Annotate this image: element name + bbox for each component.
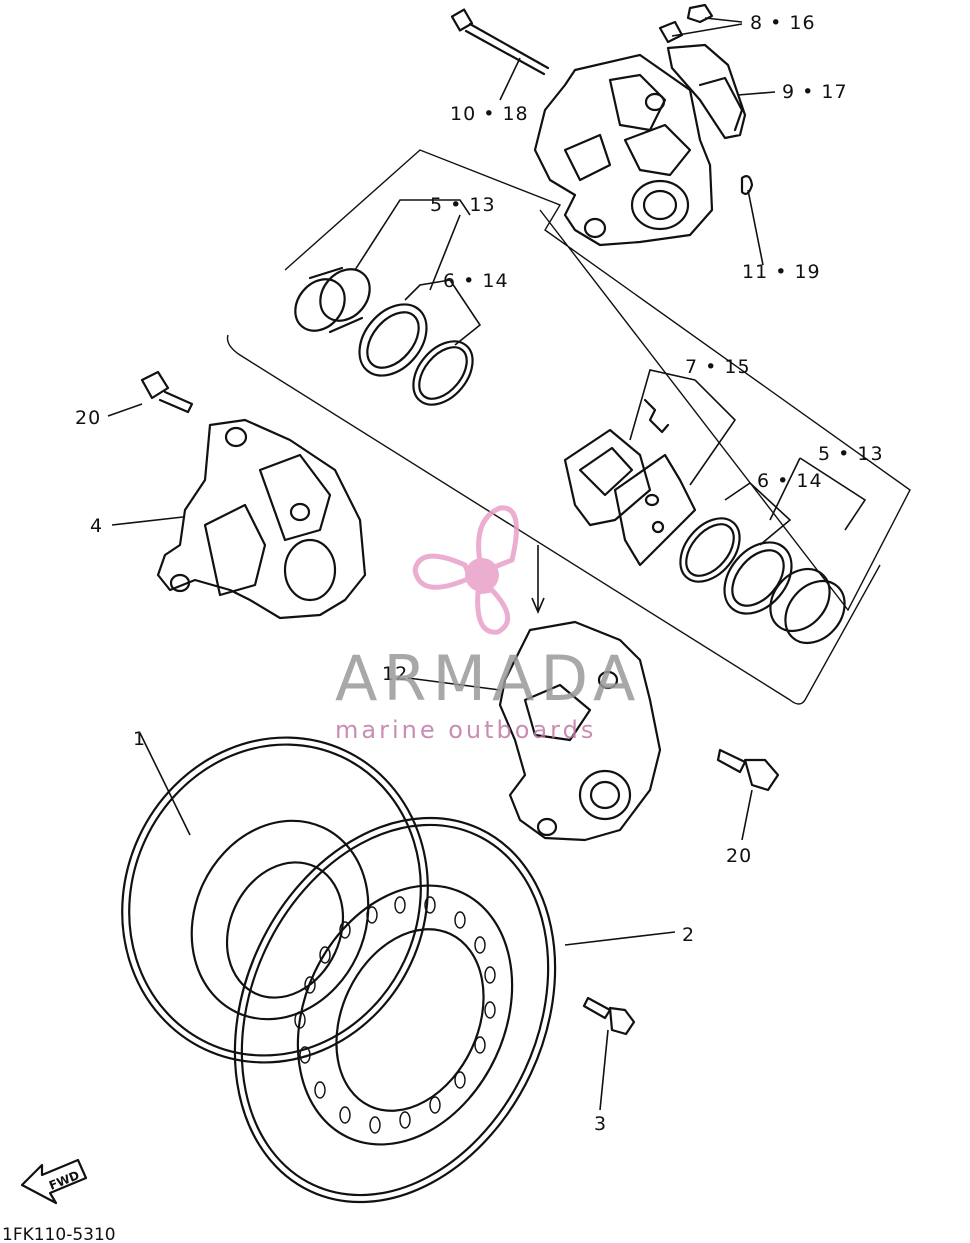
caliper-4 bbox=[156, 418, 367, 620]
seal-6-right-a bbox=[679, 517, 741, 583]
pad-right-b bbox=[613, 453, 697, 567]
bolt-3 bbox=[582, 996, 636, 1036]
label-6-14-right: 6 • 14 bbox=[757, 470, 823, 492]
bolt-10 bbox=[450, 8, 550, 76]
watermark-tagline: marine outboards bbox=[335, 716, 596, 744]
bleeder-8 bbox=[658, 3, 714, 44]
label-11-19: 11 • 19 bbox=[742, 261, 821, 283]
label-7-15: 7 • 15 bbox=[685, 356, 751, 378]
clip-11 bbox=[740, 175, 754, 195]
top-group-bracket bbox=[284, 149, 911, 612]
fwd-arrow: FWD bbox=[20, 1158, 88, 1205]
label-2: 2 bbox=[682, 924, 695, 946]
seal-6-top-b bbox=[412, 340, 474, 406]
label-8-16: 8 • 16 bbox=[750, 12, 816, 34]
disc-2 bbox=[233, 816, 557, 1204]
caliper-12 bbox=[498, 620, 662, 842]
label-20-right: 20 bbox=[726, 845, 752, 867]
label-20-left: 20 bbox=[75, 407, 101, 429]
label-5-13-right: 5 • 13 bbox=[818, 443, 884, 465]
label-6-14-top: 6 • 14 bbox=[443, 270, 509, 292]
assembly-arrow bbox=[531, 545, 545, 615]
pad-right-a bbox=[563, 428, 652, 527]
bolt-20-left bbox=[140, 370, 194, 414]
piston-5-right bbox=[769, 567, 846, 645]
label-12: 12 bbox=[382, 663, 408, 685]
watermark: ARMADA marine outboards bbox=[335, 505, 641, 744]
label-5-13-top: 5 • 13 bbox=[430, 194, 496, 216]
label-10-18: 10 • 18 bbox=[450, 103, 529, 125]
bolt-20-right bbox=[716, 748, 780, 792]
seal-6-right-b bbox=[723, 541, 793, 615]
watermark-brand: ARMADA bbox=[335, 642, 641, 715]
label-9-17: 9 • 17 bbox=[782, 81, 848, 103]
propeller-logo bbox=[412, 505, 519, 635]
diagram-code: 1FK110-5310 bbox=[2, 1225, 116, 1243]
label-4: 4 bbox=[90, 515, 103, 537]
label-1: 1 bbox=[133, 728, 146, 750]
right-group-bracket bbox=[226, 334, 881, 705]
clip-7 bbox=[643, 398, 670, 434]
disc-1 bbox=[121, 736, 429, 1064]
seal-6-top-a bbox=[358, 303, 428, 377]
leader-lines bbox=[107, 17, 867, 1111]
label-3: 3 bbox=[594, 1113, 607, 1135]
pad-9 bbox=[666, 43, 747, 140]
upper-caliper bbox=[533, 53, 714, 247]
piston-5-top bbox=[294, 266, 371, 334]
